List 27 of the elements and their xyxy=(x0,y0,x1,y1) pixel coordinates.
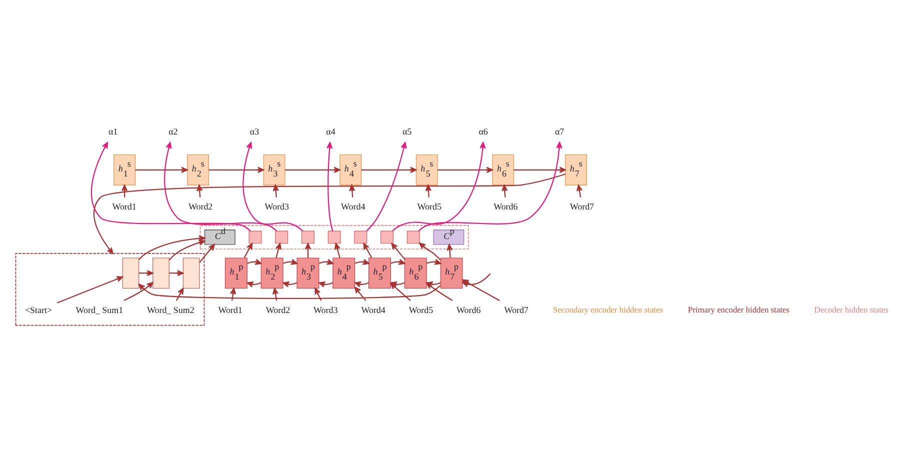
node-text: Word_ Sum2 xyxy=(146,304,194,314)
node-text: Word_ Sum1 xyxy=(76,304,124,314)
label: Primary encoder hidden states xyxy=(688,305,790,314)
node-text: Word5 xyxy=(408,304,434,314)
node-text: Word3 xyxy=(314,304,338,314)
node-text: Word1 xyxy=(218,304,242,314)
label: Decoder hidden states xyxy=(814,305,889,314)
node-text: Word6 xyxy=(494,201,518,212)
node-text: Word2 xyxy=(188,201,213,212)
node-text: α5 xyxy=(402,126,412,136)
node-text: α1 xyxy=(108,126,118,136)
node-text: Word4 xyxy=(361,304,386,314)
node-text: Word5 xyxy=(417,201,442,212)
node-text: Word7 xyxy=(570,201,594,212)
node-text: Word2 xyxy=(266,304,290,314)
label: Secondary encoder hidden states xyxy=(553,305,663,314)
node-text: Word7 xyxy=(504,304,528,314)
node-text: α3 xyxy=(250,126,260,136)
node-text: Word3 xyxy=(264,201,289,212)
node-text: α4 xyxy=(326,126,336,136)
node-text: α7 xyxy=(554,126,564,136)
node-text: α2 xyxy=(168,126,178,136)
node-text: Word4 xyxy=(341,201,366,212)
node-text: α6 xyxy=(478,126,488,136)
node-text: <Start> xyxy=(24,304,52,314)
node-text: Word6 xyxy=(456,304,481,314)
node-text: Word1 xyxy=(112,201,136,212)
